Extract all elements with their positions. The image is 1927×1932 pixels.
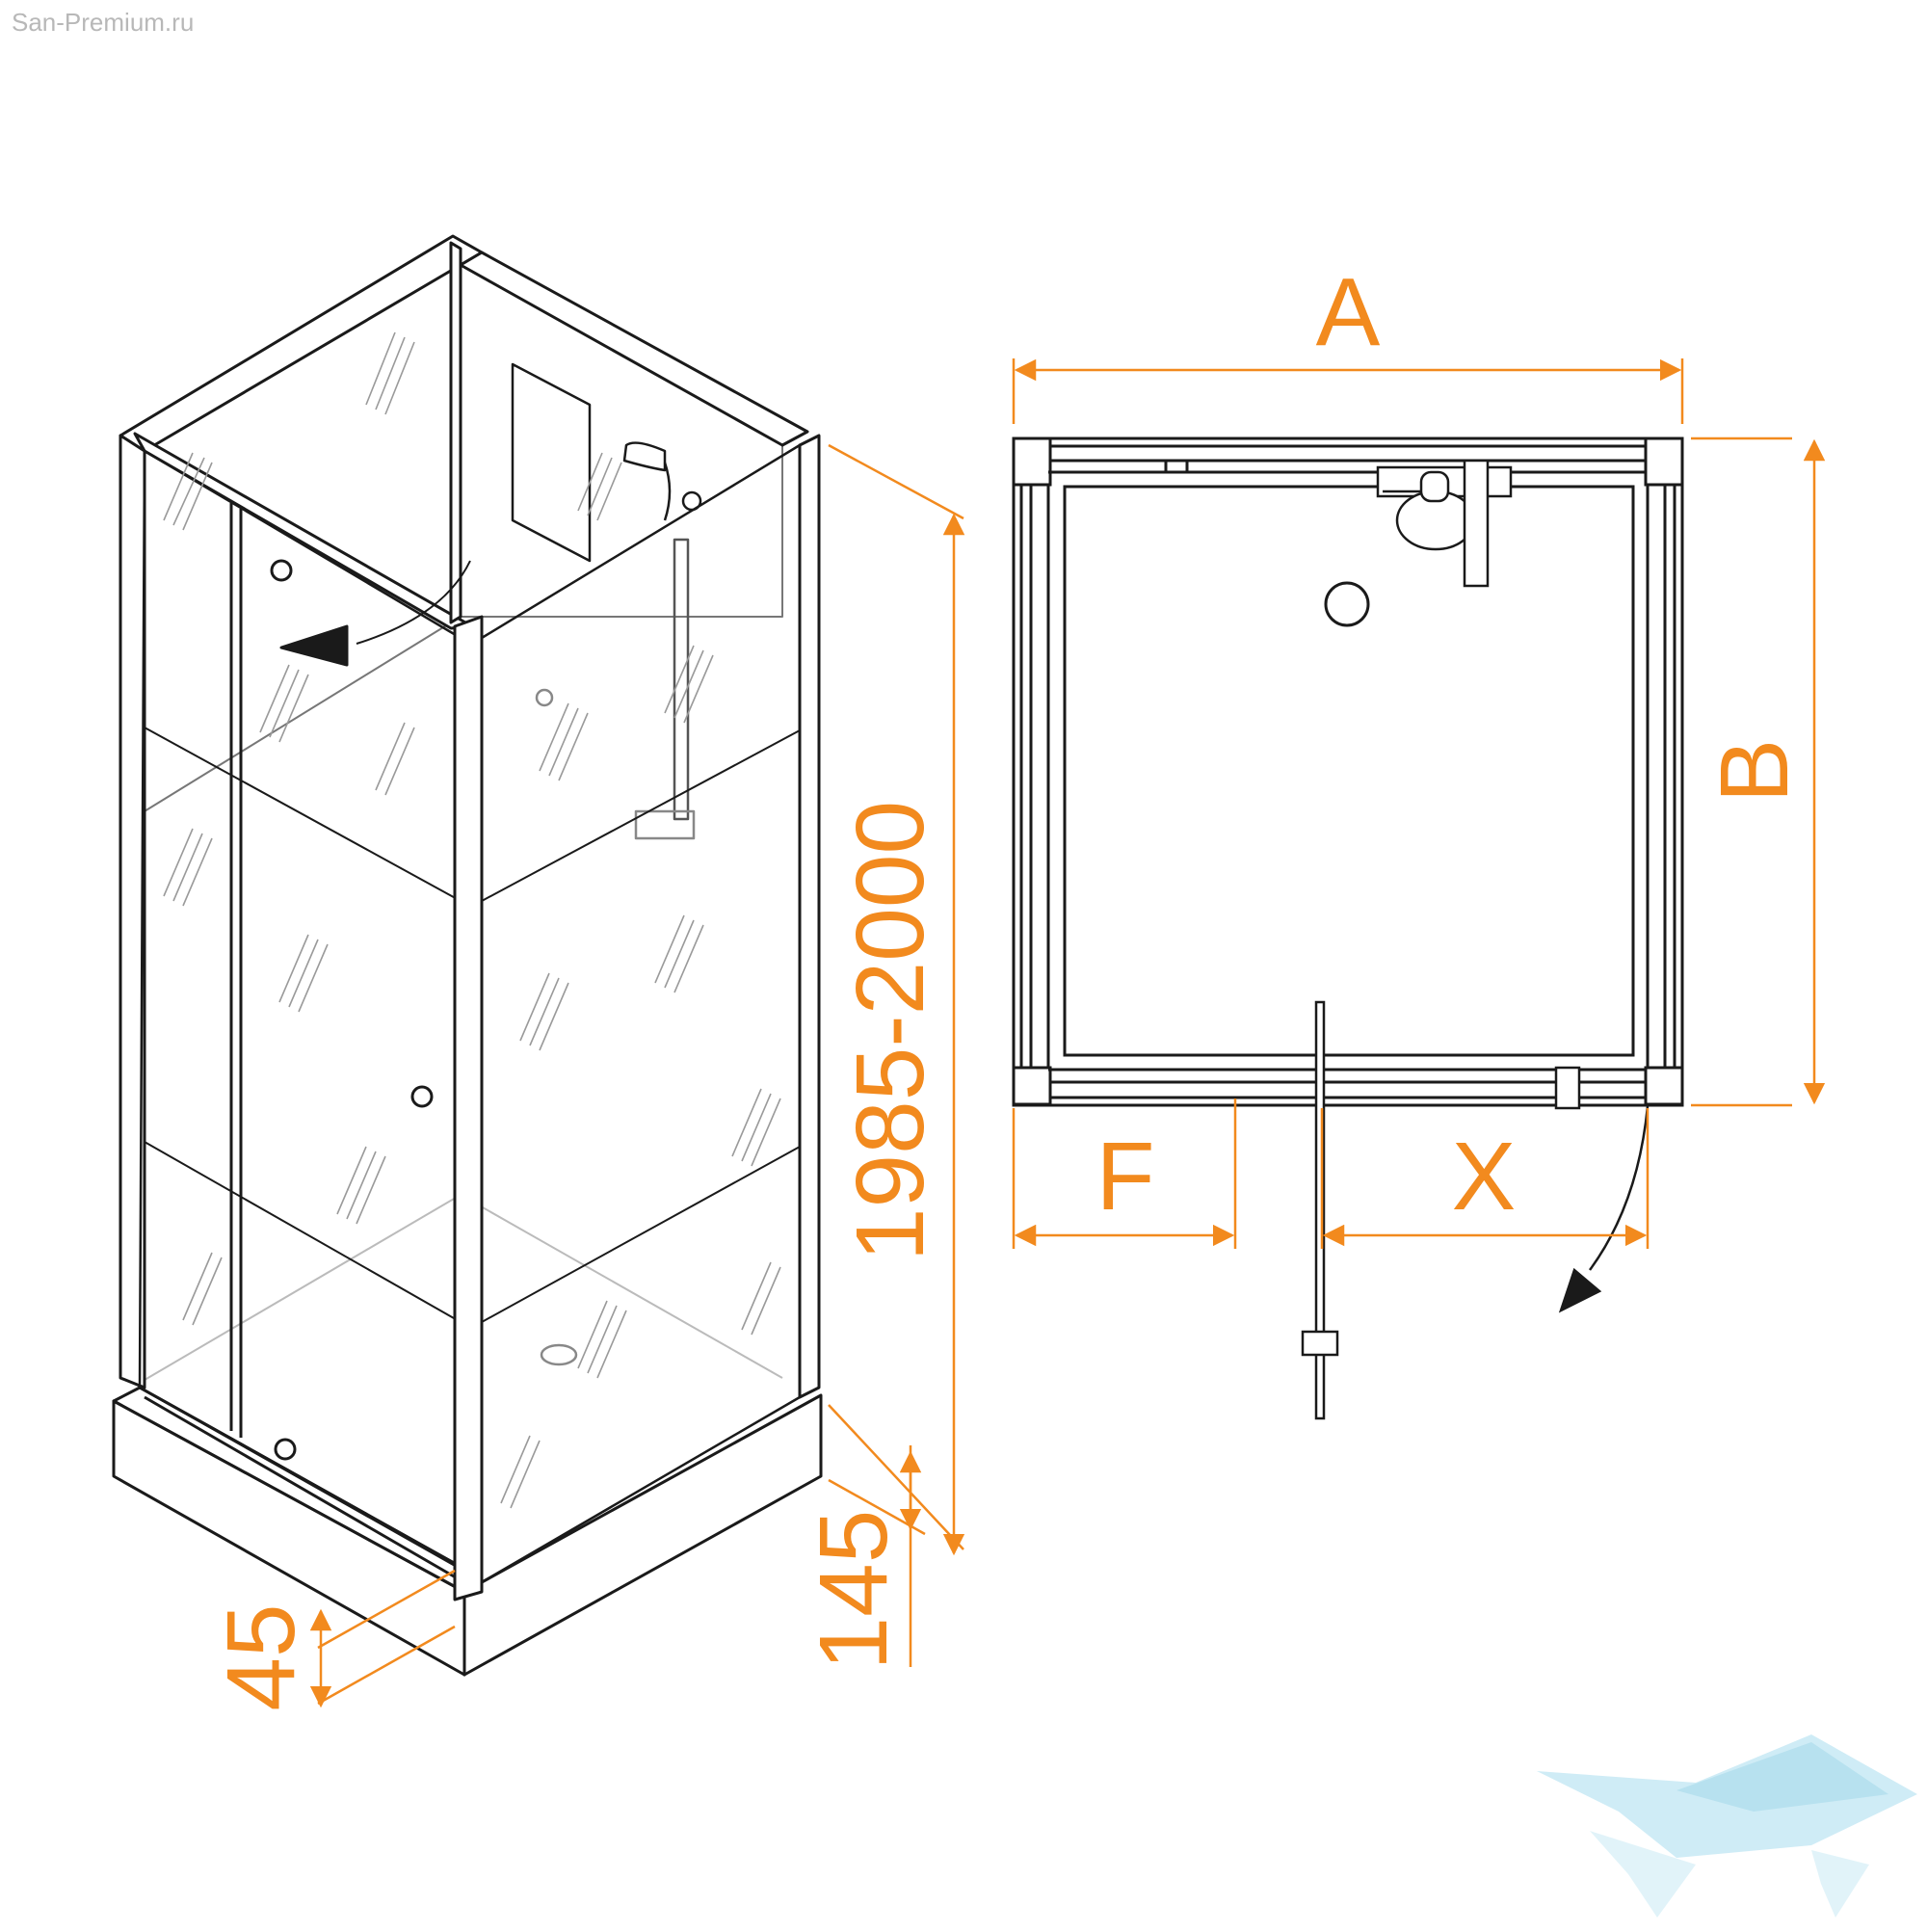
plan-mixer (1376, 459, 1513, 588)
width-label-a: A (1316, 258, 1381, 366)
front-left-panel (119, 434, 462, 1582)
san-premium-logo-icon (1537, 1734, 1917, 1918)
plan-door-swing-icon (1558, 1267, 1602, 1313)
plan-outer-frame (1012, 437, 1684, 1107)
tray-height-label: 145 (800, 1510, 908, 1671)
door-offset-label: 45 (207, 1603, 315, 1710)
door-swing-arrow-icon (279, 560, 471, 667)
fixed-panel-label-f: F (1095, 1123, 1154, 1231)
plan-tray-outline (1046, 459, 1650, 1084)
plan-dimensions (1012, 358, 1826, 1249)
isometric-dimensions (309, 443, 965, 1708)
corner-posts (449, 241, 484, 1601)
door-opening-label-x: X (1452, 1123, 1517, 1231)
shower-column (511, 362, 702, 1366)
plan-basin (1063, 485, 1635, 1057)
height-range-label: 1985-2000 (836, 801, 944, 1261)
site-watermark: San-Premium.ru (12, 8, 195, 37)
plan-drain (1324, 581, 1370, 627)
plan-door (1301, 1000, 1650, 1420)
glass-hatch (163, 331, 781, 1509)
top-frame (119, 234, 809, 630)
depth-label-b: B (1701, 739, 1808, 804)
front-right-panel (459, 434, 821, 1594)
plan-view (1012, 437, 1684, 1420)
isometric-view (112, 234, 823, 1677)
